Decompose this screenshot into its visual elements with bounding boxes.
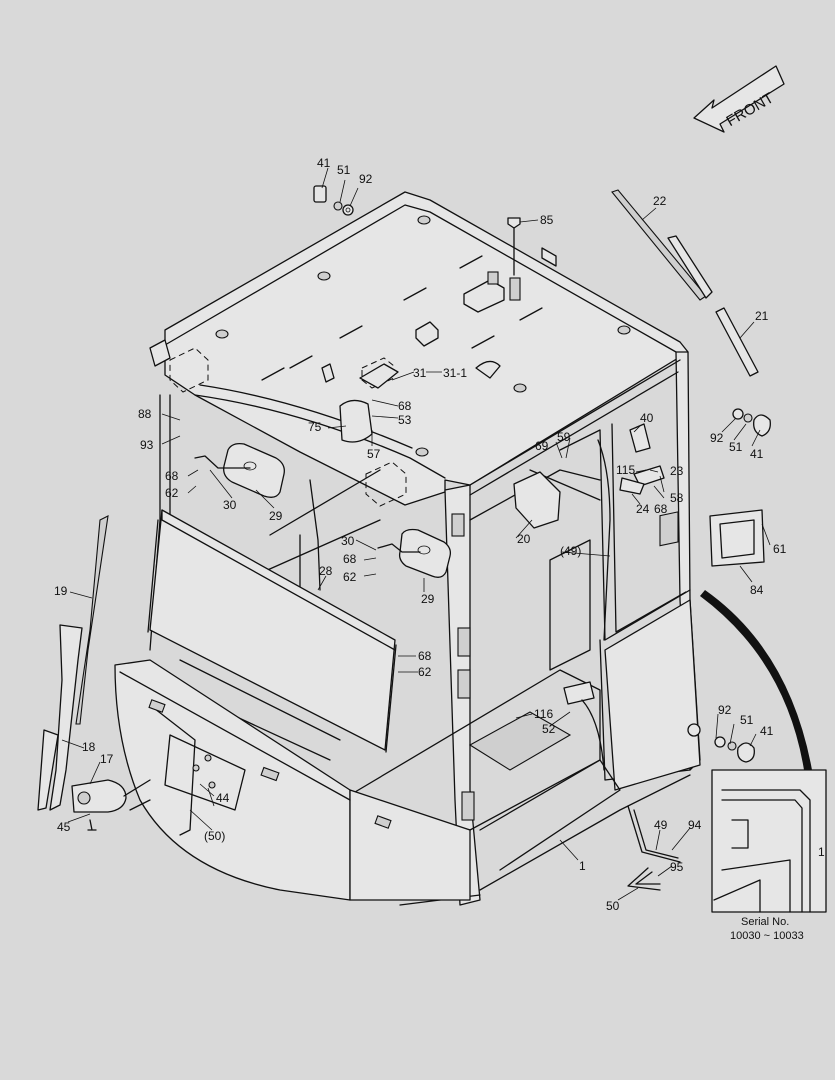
callout-41: 41 (317, 156, 331, 170)
callout-57: 57 (367, 447, 381, 461)
callout-49: 49 (654, 818, 668, 832)
callout-50: 50 (606, 899, 620, 913)
front-wiper (37, 515, 151, 831)
callout-68: 68 (165, 469, 179, 483)
callout-30: 30 (341, 534, 355, 548)
callout-61: 61 (773, 542, 787, 556)
serial-title: Serial No. (741, 916, 789, 928)
callout-68: 68 (654, 502, 668, 516)
callout-19: 19 (54, 584, 68, 598)
loose-parts (309, 185, 771, 891)
callout-51: 51 (740, 713, 754, 727)
callout-41: 41 (750, 447, 764, 461)
callout-68: 68 (398, 399, 412, 413)
front-direction-arrow: FRONT (693, 65, 785, 133)
callout-62: 62 (343, 570, 357, 584)
callout-29: 29 (269, 509, 283, 523)
hinge-blocks (169, 347, 407, 507)
callout-95: 95 (670, 860, 684, 874)
callout-23: 23 (670, 464, 684, 478)
callout-92: 92 (710, 431, 724, 445)
serial-range: 10030 ~ 10033 (730, 930, 804, 942)
callout-85: 85 (540, 213, 554, 227)
callout-31-1: 31-1 (443, 366, 467, 380)
callout-1: 1 (579, 859, 586, 873)
callout-45: 45 (57, 820, 71, 834)
callout-50: (50) (204, 829, 225, 843)
callout-29: 29 (421, 592, 435, 606)
detail-sweep-arc (700, 590, 812, 770)
callout-18: 18 (82, 740, 96, 754)
sun-shade (147, 509, 397, 753)
callout-30: 30 (223, 498, 237, 512)
leader-lines (61, 167, 771, 901)
callout-labels: 41 51 92 85 22 21 92 51 41 31 31-1 68 53… (54, 156, 787, 913)
callout-75: 75 (308, 420, 322, 434)
cab-frame (149, 351, 701, 906)
callout-92: 92 (718, 703, 732, 717)
callout-62: 62 (165, 486, 179, 500)
front-console (114, 659, 471, 901)
callout-115: 115 (616, 463, 635, 477)
callout-40: 40 (640, 411, 654, 425)
callout-92: 92 (359, 172, 373, 186)
callout-62: 62 (418, 665, 432, 679)
callout-44: 44 (216, 791, 230, 805)
callout-41: 41 (760, 724, 774, 738)
callout-24: 24 (636, 502, 650, 516)
callout-49: (49) (560, 544, 581, 558)
callout-52: 52 (542, 722, 556, 736)
callout-68: 68 (418, 649, 432, 663)
callout-93: 93 (140, 438, 154, 452)
callout-20: 20 (517, 532, 531, 546)
callout-51: 51 (729, 440, 743, 454)
callout-28: 28 (319, 564, 333, 578)
callout-88: 88 (138, 407, 152, 421)
callout-17: 17 (100, 752, 114, 766)
callout-94: 94 (688, 818, 702, 832)
serial-inset: 1 Serial No. 10030 ~ 10033 (711, 769, 827, 942)
callout-31: 31 (413, 366, 427, 380)
callout-84: 84 (750, 583, 764, 597)
mirrors (194, 442, 452, 578)
callout-59: 59 (557, 430, 571, 444)
serial-inset-callout: 1 (818, 845, 825, 859)
callout-68: 68 (343, 552, 357, 566)
callout-116: 116 (534, 707, 553, 721)
callout-21: 21 (755, 309, 769, 323)
callout-69: 69 (535, 439, 549, 453)
callout-22: 22 (653, 194, 667, 208)
callout-53: 53 (398, 413, 412, 427)
callout-51: 51 (337, 163, 351, 177)
callout-58: 58 (670, 491, 684, 505)
cab-roof (149, 191, 689, 506)
rear-wiper (611, 189, 759, 377)
